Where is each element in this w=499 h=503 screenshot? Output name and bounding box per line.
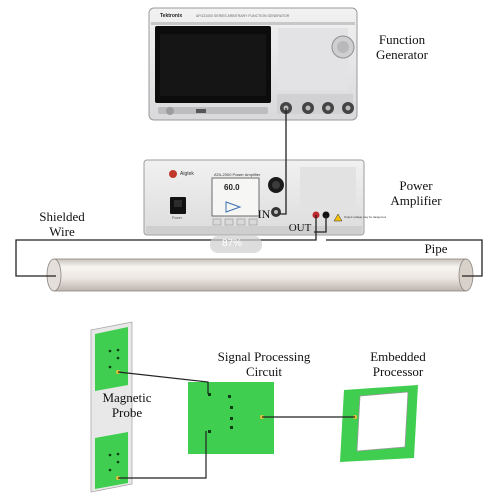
signal-cable bbox=[280, 108, 287, 215]
out-port-label: OUT bbox=[288, 222, 312, 234]
pa-power-label: Power bbox=[172, 216, 182, 220]
amplifier-display bbox=[211, 177, 260, 217]
brand-logo-icon bbox=[169, 170, 177, 178]
power-amplifier-label: Power Amplifier bbox=[390, 178, 442, 208]
pipe bbox=[46, 258, 474, 292]
pa-display-value: 60.0 bbox=[224, 183, 240, 192]
shielded-wire bbox=[15, 215, 483, 277]
function-generator-label: Function Generator bbox=[376, 32, 428, 62]
shielded-wire-label: Shielded Wire bbox=[39, 209, 85, 239]
signal-processing-board bbox=[188, 382, 274, 454]
power-button[interactable] bbox=[166, 107, 174, 115]
output-connectors bbox=[277, 94, 354, 114]
in-port-label: IN bbox=[257, 207, 271, 221]
pa-warning-text: Output voltage may be dangerous bbox=[344, 215, 387, 219]
pa-model-text: ATA-2000 Power Amplifier bbox=[214, 172, 261, 177]
warning-icon bbox=[333, 213, 343, 222]
fg-brand-text: Tektronix bbox=[160, 13, 183, 19]
pipe-label: Pipe bbox=[424, 241, 448, 256]
pa-brand-text: Aigtek bbox=[180, 171, 194, 177]
probe-to-circuit-wire bbox=[117, 371, 209, 479]
overlay-badge: 87% bbox=[222, 238, 243, 249]
embedded-processor-label: Embedded Processor bbox=[370, 349, 426, 379]
embedded-processor-board bbox=[340, 385, 418, 462]
function-generator-device bbox=[148, 7, 358, 121]
magnetic-probe-label: Magnetic Probe bbox=[102, 390, 152, 420]
power-amplifier-device bbox=[143, 159, 365, 236]
signal-processing-label: Signal Processing Circuit bbox=[217, 349, 311, 379]
magnetic-probe-board bbox=[90, 321, 133, 493]
overlay-badge-bg bbox=[210, 236, 262, 253]
fg-model-text: AFG31000 SERIES ARBITRARY FUNCTION GENER… bbox=[196, 14, 290, 18]
vent-grille bbox=[300, 167, 356, 209]
